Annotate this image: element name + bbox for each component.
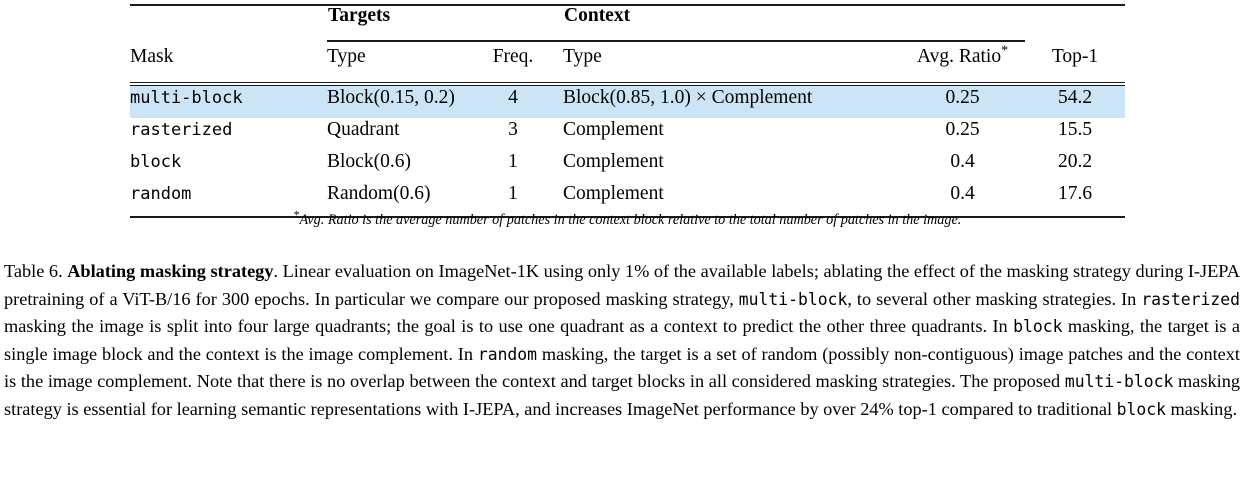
cell-top1: 54.2 xyxy=(1025,86,1125,119)
group-header-mask-spacer xyxy=(130,6,327,37)
cell-target-type: Quadrant xyxy=(327,119,400,141)
caption-segment-0: Table 6. xyxy=(4,261,68,281)
table-footnote: *Avg. Ratio is the average number of pat… xyxy=(130,209,1125,229)
column-header-avg-ratio: Avg. Ratio* xyxy=(900,42,1025,82)
cell-target-type: Block(0.6) xyxy=(327,151,411,173)
caption-segment-4: , to several other masking strategies. I… xyxy=(847,288,1142,309)
results-table-container: Targets Context Mask Type Freq. xyxy=(130,4,1125,218)
midrule-context xyxy=(563,37,1026,44)
cell-top1-value: 17.6 xyxy=(1057,183,1093,205)
cell-mask: block xyxy=(130,152,182,173)
cell-freq-value: 1 xyxy=(508,151,518,173)
midrule-spacer-top1 xyxy=(1025,37,1125,44)
cell-avg-ratio: 0.25 xyxy=(900,86,1025,119)
table-caption: Table 6. Ablating masking strategy. Line… xyxy=(4,258,1240,424)
cell-mask: random xyxy=(130,184,192,205)
caption-segment-7: block xyxy=(1013,317,1063,337)
cell-mask: multi-block xyxy=(130,86,327,119)
avg-ratio-footnote-marker: * xyxy=(1001,42,1009,59)
caption-segment-1: Ablating masking strategy xyxy=(67,261,274,281)
results-table: Targets Context Mask Type Freq. xyxy=(130,6,1125,82)
column-header-top1: Top-1 xyxy=(1025,44,1125,82)
caption-segment-12: masking strategy is essential for learni… xyxy=(4,371,1240,419)
cell-freq: 3 xyxy=(463,118,563,150)
caption-segment-10: masking, the target is a set of random (… xyxy=(4,343,1240,392)
cell-freq-value: 1 xyxy=(508,183,518,205)
table-subheader-row: Mask Type Freq. Type Avg. Ratio* Top-1 xyxy=(130,42,1125,82)
cell-top1-value: 54.2 xyxy=(1057,87,1093,109)
column-header-context-type: Type xyxy=(563,45,602,67)
midrule-spacer-mask xyxy=(130,37,327,44)
cell-context-type: Complement xyxy=(563,183,664,205)
cell-context-type: Block(0.85, 1.0) × Complement xyxy=(563,86,900,119)
cell-freq-value: 4 xyxy=(508,87,518,109)
caption-segment-6: masking the image is split into four lar… xyxy=(4,316,1014,337)
cell-freq: 4 xyxy=(463,86,563,119)
caption-segment-8: masking, the target is a single image bl… xyxy=(4,316,1241,364)
group-header-context-label: Context xyxy=(564,4,631,26)
table-row: rasterized Quadrant 3 Complement 0.25 15.5 xyxy=(130,118,1125,150)
footnote-text: Avg. Ratio is the average number of patc… xyxy=(299,212,962,228)
column-header-freq: Freq. xyxy=(463,44,563,82)
table-top-rule xyxy=(130,4,1125,6)
caption-segment-9: random xyxy=(477,344,538,364)
targets-midrule xyxy=(327,40,564,42)
group-header-context: Context xyxy=(563,6,1125,37)
cell-context-type: Complement xyxy=(563,151,664,173)
footnote-marker: * xyxy=(293,208,300,222)
column-header-target-type: Type xyxy=(327,45,366,67)
caption-segment-2: . Linear evaluation on ImageNet-1K using… xyxy=(4,261,1240,309)
table-group-header-row: Targets Context xyxy=(130,6,1125,37)
cell-target-type: Random(0.6) xyxy=(327,183,431,205)
cell-avg-ratio-value: 0.25 xyxy=(945,87,980,109)
cell-top1-value: 15.5 xyxy=(1057,119,1093,141)
caption-segment-5: rasterized xyxy=(1141,289,1240,309)
table-bottom-rule xyxy=(130,216,1125,218)
context-midrule xyxy=(563,40,1026,42)
cell-avg-ratio-value: 0.4 xyxy=(950,183,975,205)
group-header-targets-label: Targets xyxy=(328,4,391,26)
caption-segment-14: masking. xyxy=(1165,398,1238,419)
cell-top1: 17.6 xyxy=(1025,182,1125,214)
table-header-rule-lower xyxy=(130,85,1125,87)
cell-freq-value: 3 xyxy=(508,119,518,141)
cell-freq: 1 xyxy=(463,150,563,182)
caption-segment-3: multi-block xyxy=(738,289,848,309)
cell-avg-ratio-value: 0.25 xyxy=(945,119,980,141)
cell-context-type: Complement xyxy=(563,119,664,141)
cell-top1: 15.5 xyxy=(1025,118,1125,150)
cell-target-type: Block(0.15, 0.2) xyxy=(327,86,463,119)
cell-mask: rasterized xyxy=(130,120,233,141)
table-row: random Random(0.6) 1 Complement 0.4 17.6 xyxy=(130,182,1125,214)
caption-segment-13: block xyxy=(1116,399,1166,419)
column-header-freq-label: Freq. xyxy=(492,45,534,67)
cell-avg-ratio: 0.4 xyxy=(900,150,1025,182)
column-header-avg-ratio-label: Avg. Ratio xyxy=(916,45,1002,67)
cell-avg-ratio-value: 0.4 xyxy=(950,151,975,173)
column-header-mask: Mask xyxy=(130,45,174,67)
caption-segment-11: multi-block xyxy=(1064,372,1174,392)
group-header-targets: Targets xyxy=(327,6,563,37)
cell-freq: 1 xyxy=(463,182,563,214)
table-row: block Block(0.6) 1 Complement 0.4 20.2 xyxy=(130,150,1125,182)
table-header-rule-upper xyxy=(130,81,1125,84)
column-header-top1-label: Top-1 xyxy=(1051,45,1099,67)
cell-top1: 20.2 xyxy=(1025,150,1125,182)
cell-avg-ratio: 0.4 xyxy=(900,182,1025,214)
cell-top1-value: 20.2 xyxy=(1057,151,1093,173)
cell-avg-ratio: 0.25 xyxy=(900,118,1025,150)
table-group-midrule-row xyxy=(130,37,1125,44)
midrule-targets xyxy=(327,37,564,44)
